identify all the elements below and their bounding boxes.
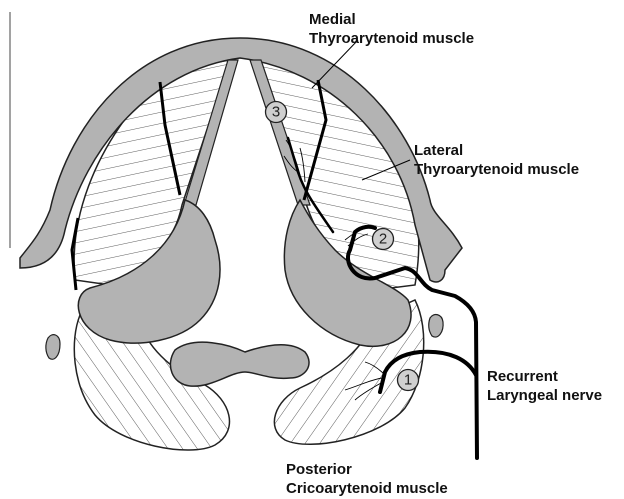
marker-3: 3 (266, 102, 287, 123)
label-nerve-line1: Recurrent (487, 367, 602, 386)
cartilage-nodule-left (46, 335, 60, 360)
label-nerve-line2: Laryngeal nerve (487, 386, 602, 405)
label-lateral-thyroarytenoid: Lateral Thyroarytenoid muscle (414, 141, 579, 179)
label-posterior-line2: Cricoarytenoid muscle (286, 479, 448, 498)
label-medial-line2: Thyroarytenoid muscle (309, 29, 474, 48)
marker-1: 1 (398, 370, 419, 391)
label-lateral-line2: Thyroarytenoid muscle (414, 160, 579, 179)
label-medial-thyroarytenoid: Medial Thyroarytenoid muscle (309, 10, 474, 48)
label-medial-line1: Medial (309, 10, 474, 29)
cartilage-nodule-right (429, 315, 443, 338)
svg-text:2: 2 (379, 231, 387, 248)
label-posterior-line1: Posterior (286, 460, 448, 479)
label-posterior-cricoarytenoid: Posterior Cricoarytenoid muscle (286, 460, 448, 498)
svg-text:1: 1 (404, 372, 412, 389)
cricoid-lamina (170, 342, 309, 386)
label-recurrent-laryngeal-nerve: Recurrent Laryngeal nerve (487, 367, 602, 405)
svg-text:3: 3 (272, 104, 280, 121)
label-lateral-line1: Lateral (414, 141, 579, 160)
marker-2: 2 (373, 229, 394, 250)
